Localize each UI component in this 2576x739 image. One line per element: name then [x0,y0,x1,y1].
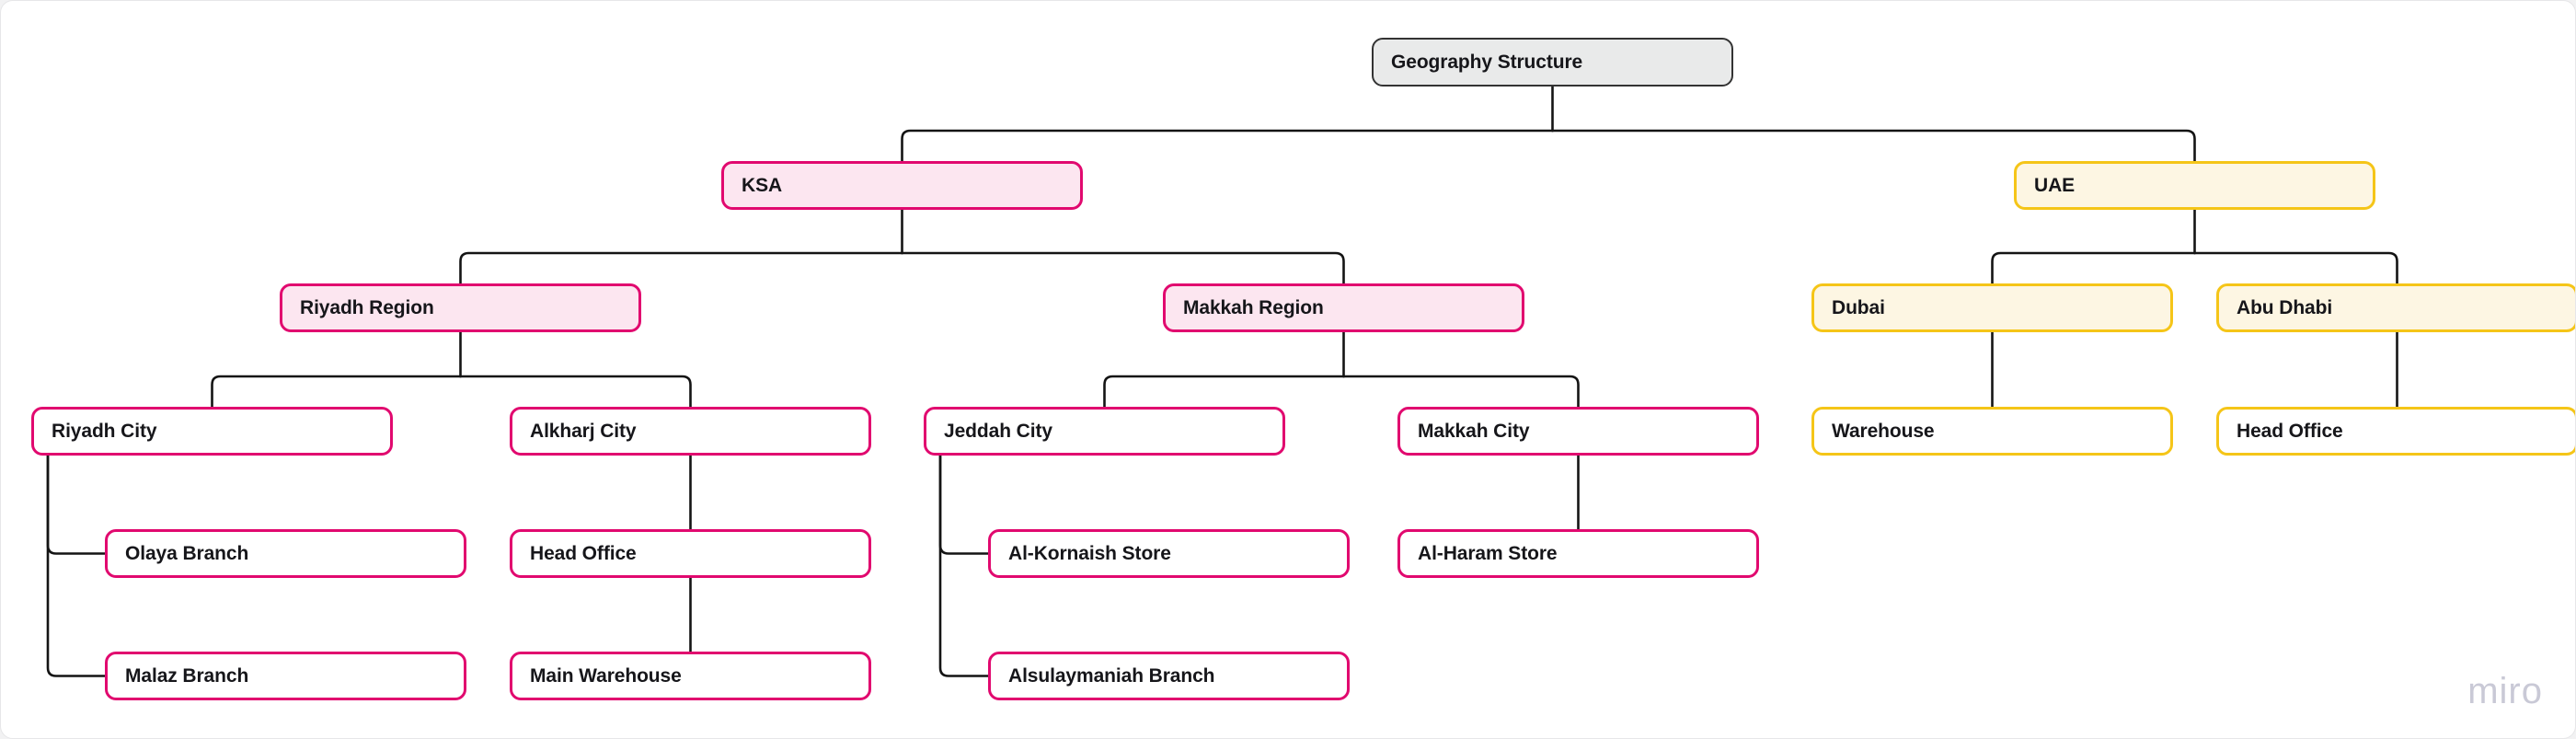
node-riyadh_city[interactable]: Riyadh City [31,407,393,456]
edge-ksa-makkah_reg [901,251,1345,285]
node-label: UAE [2034,174,2076,196]
node-label: Al-Kornaish Store [1008,542,1171,564]
node-root[interactable]: Geography Structure [1372,38,1733,87]
node-label: Abu Dhabi [2237,296,2333,318]
node-label: Alsulaymaniah Branch [1008,664,1215,687]
edge-riyadh_city-malaz [46,454,107,677]
miro-watermark: miro [2467,671,2543,711]
edge-jeddah-kornaish [938,454,990,555]
node-label: Makkah City [1418,420,1530,442]
node-label: Riyadh Region [300,296,434,318]
node-label: Main Warehouse [530,664,682,687]
node-label: Head Office [530,542,637,564]
node-makkah_city[interactable]: Makkah City [1397,407,1759,456]
edge-uae-dubai [1991,251,2196,285]
node-alk_ho[interactable]: Head Office [510,529,871,578]
node-label: Malaz Branch [125,664,249,687]
node-label: Al-Haram Store [1418,542,1558,564]
node-abudhabi[interactable]: Abu Dhabi [2216,283,2575,332]
node-ksa[interactable]: KSA [721,161,1083,210]
edge-root-uae [1551,129,2196,163]
node-label: Riyadh City [52,420,157,442]
node-label: Olaya Branch [125,542,249,564]
node-label: KSA [742,174,783,196]
edge-makkah_reg-makkah_city [1342,375,1580,409]
node-label: Jeddah City [944,420,1052,442]
node-kornaish[interactable]: Al-Kornaish Store [988,529,1350,578]
edge-jeddah-alsulay [938,454,990,677]
edge-riyadh_city-olaya [46,454,107,555]
edge-ksa-riyadh_reg [459,251,903,285]
node-label: Warehouse [1832,420,1935,442]
node-label: Dubai [1832,296,1885,318]
node-makkah_reg[interactable]: Makkah Region [1163,283,1524,332]
edge-riyadh_reg-riyadh_city [211,375,462,409]
edge-riyadh_reg-alkharj [459,375,692,409]
node-jeddah[interactable]: Jeddah City [924,407,1285,456]
node-dubai[interactable]: Dubai [1811,283,2173,332]
node-alk_wh[interactable]: Main Warehouse [510,652,871,700]
edge-makkah_reg-jeddah [1103,375,1345,409]
node-label: Alkharj City [530,420,637,442]
node-riyadh_reg[interactable]: Riyadh Region [280,283,641,332]
edge-uae-abudhabi [2193,251,2398,285]
node-ad_ho[interactable]: Head Office [2216,407,2575,456]
node-label: Geography Structure [1391,51,1583,73]
edge-root-ksa [901,129,1554,163]
node-label: Makkah Region [1183,296,1324,318]
node-alkharj[interactable]: Alkharj City [510,407,871,456]
node-uae[interactable]: UAE [2014,161,2375,210]
node-haram[interactable]: Al-Haram Store [1397,529,1759,578]
node-alsulay[interactable]: Alsulaymaniah Branch [988,652,1350,700]
node-label: Head Office [2237,420,2343,442]
node-olaya[interactable]: Olaya Branch [105,529,466,578]
node-malaz[interactable]: Malaz Branch [105,652,466,700]
node-dubai_wh[interactable]: Warehouse [1811,407,2173,456]
